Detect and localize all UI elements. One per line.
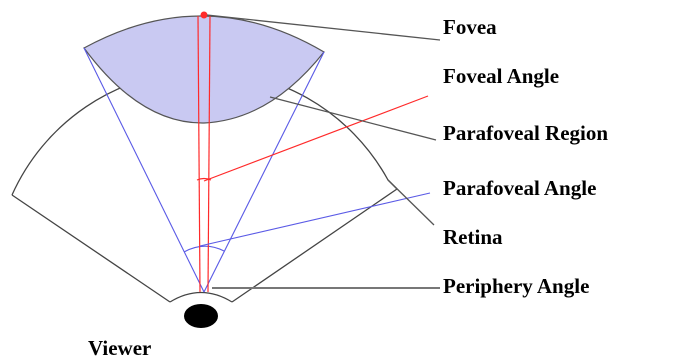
fovea-leader [206, 14, 441, 41]
parafoveal-region-leader [269, 96, 437, 141]
field-left-edge [11, 194, 171, 303]
periphery-angle-label: Periphery Angle [443, 274, 589, 298]
periphery-arc [169, 291, 233, 303]
fovea-point [200, 11, 208, 19]
field-right-edge [231, 188, 398, 303]
parafoveal-angle-leader [199, 192, 431, 247]
foveal-angle-lines [196, 15, 212, 293]
viewer-label: Viewer [88, 336, 151, 358]
parafoveal-region-label: Parafoveal Region [443, 121, 608, 145]
parafoveal-region [83, 15, 325, 124]
parafoveal-angle-label: Parafoveal Angle [443, 176, 596, 200]
foveal-angle-label: Foveal Angle [443, 64, 559, 88]
foveal-angle-leader [203, 95, 429, 182]
retina-label: Retina [443, 225, 503, 249]
viewer-eye [184, 304, 218, 328]
retina-leader [387, 179, 435, 226]
fovea-label: Fovea [443, 15, 497, 39]
parafoveal-angle-lines [83, 47, 325, 293]
